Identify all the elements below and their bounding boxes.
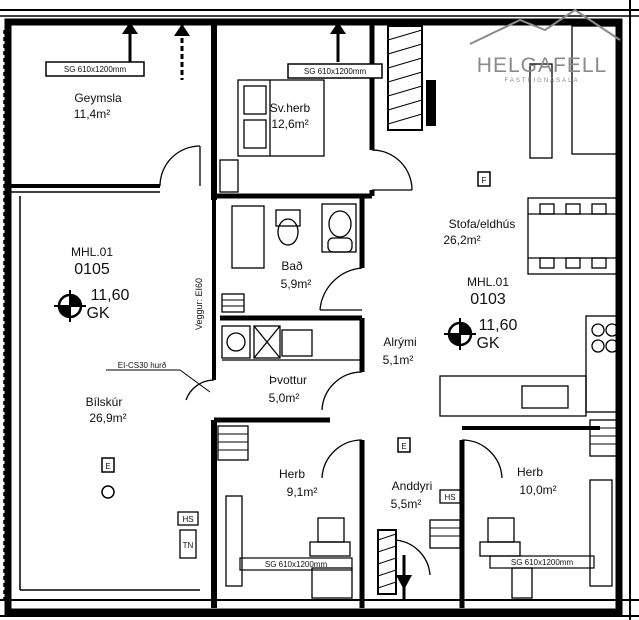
room-area-bad: 5,9m² <box>281 277 312 291</box>
unit-left-height: 11,60 <box>91 287 130 304</box>
room-name-stofa: Stofa/eldhús <box>449 217 516 231</box>
room-area-thvottur: 5,0m² <box>269 391 300 405</box>
room-area-bilskur: 26,9m² <box>89 411 126 425</box>
unit-right-height: 11,60 <box>479 317 518 334</box>
room-name-geymsla: Geymsla <box>74 91 122 105</box>
room-area-herb-left: 9,1m² <box>287 485 318 499</box>
window-tag-geymsla: SG 610x1200mm <box>64 65 127 74</box>
unit-left-label: MHL.01 <box>71 245 113 259</box>
vent-arrows <box>122 22 412 600</box>
tn-tag-left: TN <box>183 541 194 550</box>
unit-right-height-ref: GK <box>476 335 499 352</box>
window-tag-herb-left: SG 610x1200mm <box>265 560 328 569</box>
room-area-svefnherbergi: 12,6m² <box>271 117 308 131</box>
marker-boxes: F E E HS HS TN <box>101 171 491 559</box>
window-tags: SG 610x1200mm SG 610x1200mm SG 610x1200m… <box>45 61 595 571</box>
room-area-herb-right: 10,0m² <box>519 483 556 497</box>
door-fire-rating-label: EI-CS30 hurð <box>118 361 167 370</box>
brand-logo: HELGAFELL FASTEIGNASALA <box>467 12 617 84</box>
room-area-anddyri: 5,5m² <box>391 497 422 511</box>
bed <box>219 79 325 193</box>
room-name-svefnherbergi: Sv.herb <box>270 101 311 115</box>
bedroom-right-furniture <box>479 479 613 599</box>
unit-right-number: 0103 <box>470 291 506 308</box>
brand-name: HELGAFELL <box>476 54 608 77</box>
room-name-herb-left: Herb <box>279 467 305 481</box>
unit-left-number: 0105 <box>74 261 110 278</box>
room-area-stofa: 26,2m² <box>443 233 480 247</box>
room-name-anddyri: Anddyri <box>392 479 433 493</box>
hs-tag-left: HS <box>182 515 193 524</box>
logo-mountain-icon <box>469 8 621 45</box>
window-tag-herb-right: SG 610x1200mm <box>511 558 574 567</box>
window-tag-svefn: SG 610x1200mm <box>304 67 367 76</box>
unit-left-height-ref: GK <box>86 305 109 322</box>
entrance-hatch <box>377 519 461 595</box>
brand-tagline: FASTEIGNASALA <box>504 78 580 84</box>
room-name-thvottur: Þvottur <box>269 373 307 387</box>
room-name-bilskur: Bílskúr <box>86 395 123 409</box>
room-area-geymsla: 11,4m² <box>74 107 110 121</box>
hs-tag-right: HS <box>444 493 455 502</box>
unit-labels: MHL.01 0105 11,60 GK MHL.01 0103 11,60 G… <box>71 245 518 352</box>
laundry-fixtures <box>217 325 362 461</box>
room-name-alrymi: Alrými <box>383 335 416 349</box>
unit-right-label: MHL.01 <box>467 275 509 289</box>
marker-f: F <box>482 176 487 185</box>
marker-e-garage: E <box>105 462 110 471</box>
interior-walls <box>8 22 600 608</box>
bedroom-left-furniture <box>225 495 353 599</box>
room-labels: Geymsla 11,4m² Sv.herb 12,6m² Bað 5,9m² … <box>74 91 557 511</box>
kitchen-living-furniture <box>439 25 621 457</box>
height-marker-left <box>54 290 86 322</box>
wardrobe-hatch <box>387 25 436 131</box>
bathroom-fixtures <box>221 203 357 313</box>
room-name-herb-right: Herb <box>517 465 543 479</box>
marker-e-hall: E <box>401 442 406 451</box>
wall-fire-rating-label: Veggur: EI60 <box>194 278 204 330</box>
room-name-bad: Bað <box>281 259 303 273</box>
room-area-alrymi: 5,1m² <box>383 353 414 367</box>
door-swings <box>159 145 503 576</box>
height-marker-right <box>444 318 476 350</box>
